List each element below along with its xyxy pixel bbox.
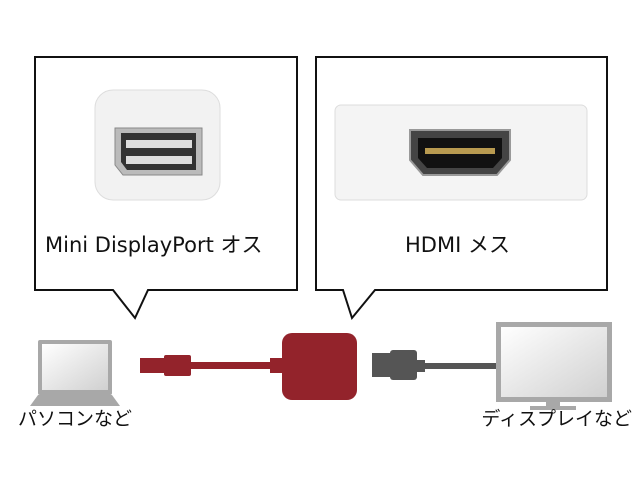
pc-label: パソコンなど	[18, 408, 133, 430]
display-label: ディスプレイなど	[481, 408, 632, 430]
adapter-icon	[140, 333, 357, 400]
monitor-icon	[496, 322, 612, 410]
laptop-icon	[30, 340, 120, 406]
mini-displayport-label: Mini DisplayPort オス	[45, 233, 263, 257]
hdmi-cable-icon	[372, 350, 500, 380]
hdmi-port-image	[334, 104, 588, 201]
hdmi-label: HDMI メス	[405, 233, 510, 257]
mini-displayport-plug-image	[94, 89, 221, 201]
